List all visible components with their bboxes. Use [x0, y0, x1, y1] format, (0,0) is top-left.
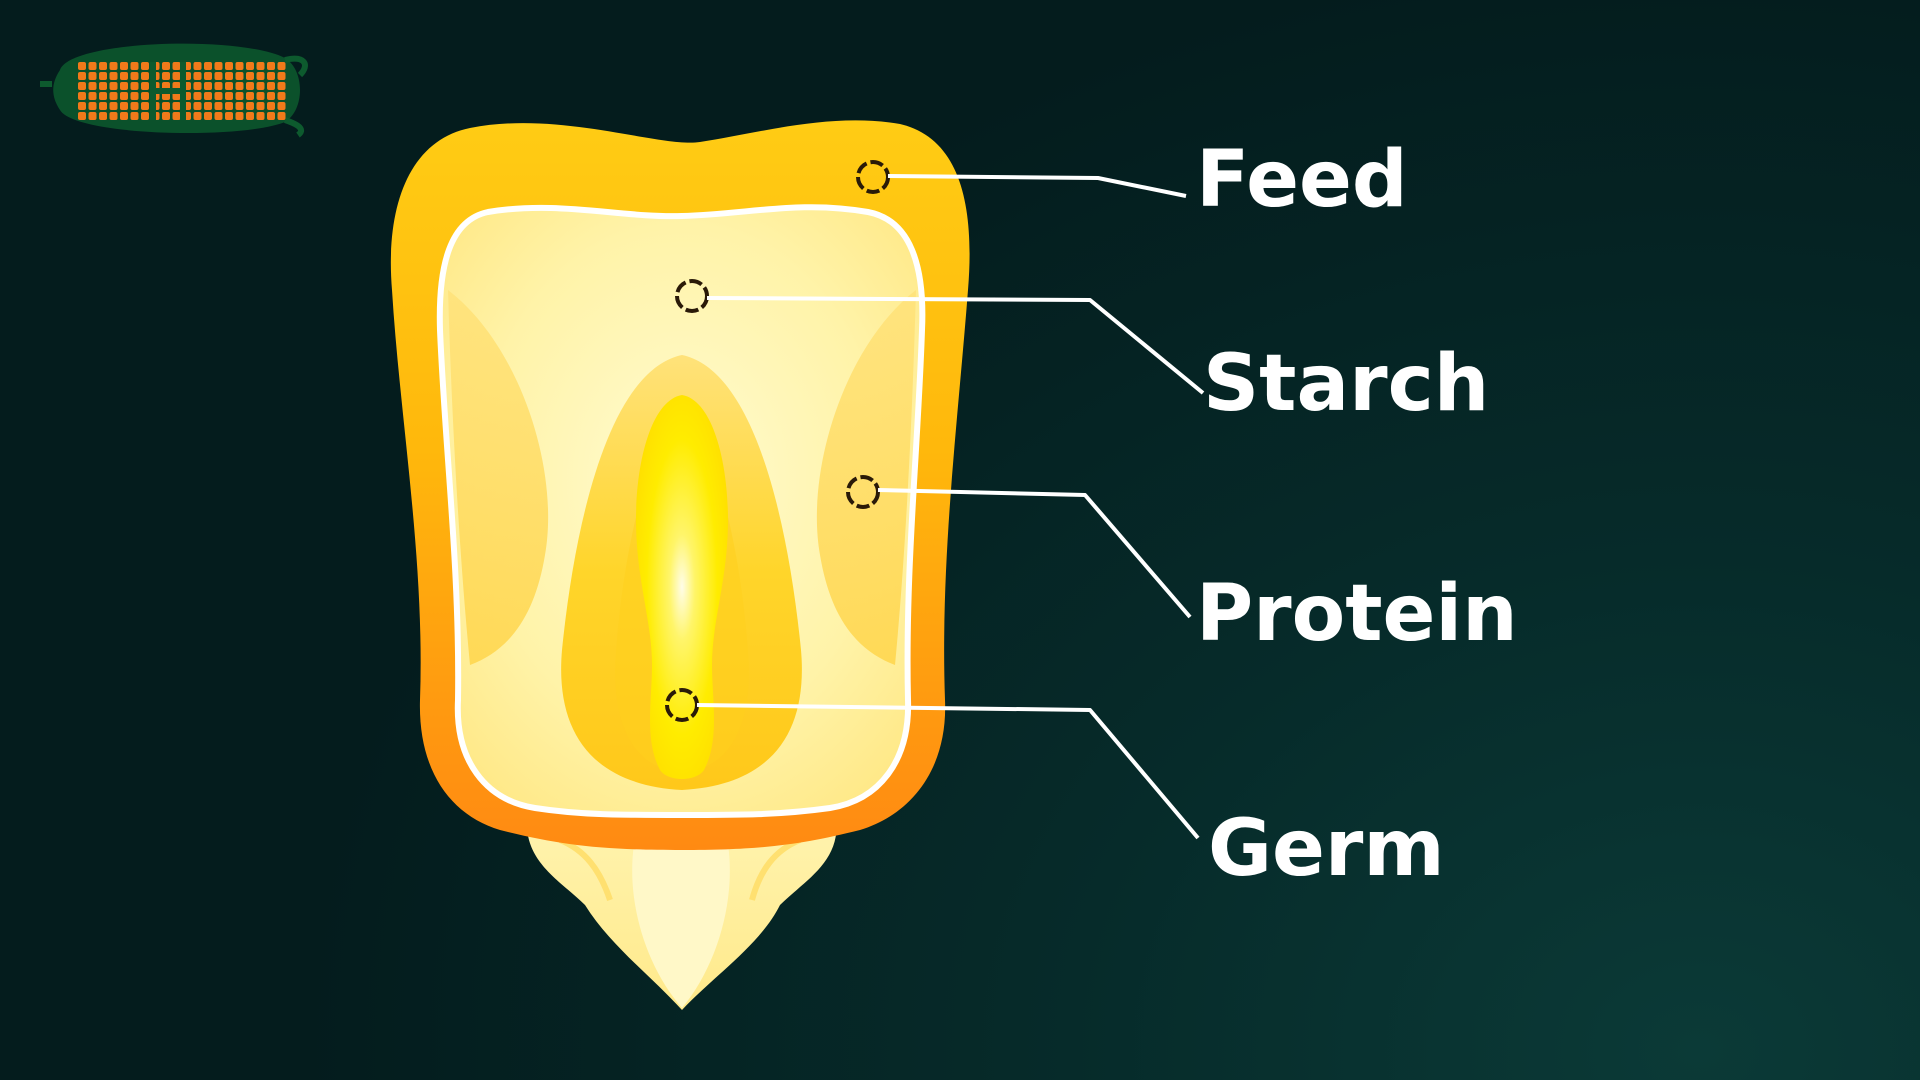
kernel-tip-center [632, 818, 730, 1008]
corn-kernel-illustration [390, 120, 970, 1010]
starch-leader-line [706, 296, 1205, 395]
protein-label: Protein [1196, 569, 1518, 659]
starch-marker [675, 279, 709, 313]
kernel-germ-core [636, 395, 728, 779]
kernel-left-lobe [448, 290, 549, 665]
feed-label: Feed [1196, 135, 1408, 225]
corn-cob-icon [40, 43, 308, 138]
germ-leader-line [696, 703, 1200, 840]
part-labels: Feed Starch Protein Germ [1196, 135, 1518, 894]
germ-label: Germ [1208, 804, 1445, 894]
protein-leader-line [877, 488, 1192, 619]
feed-leader-line [887, 174, 1187, 198]
leader-lines [696, 174, 1205, 840]
starch-label: Starch [1203, 339, 1489, 429]
